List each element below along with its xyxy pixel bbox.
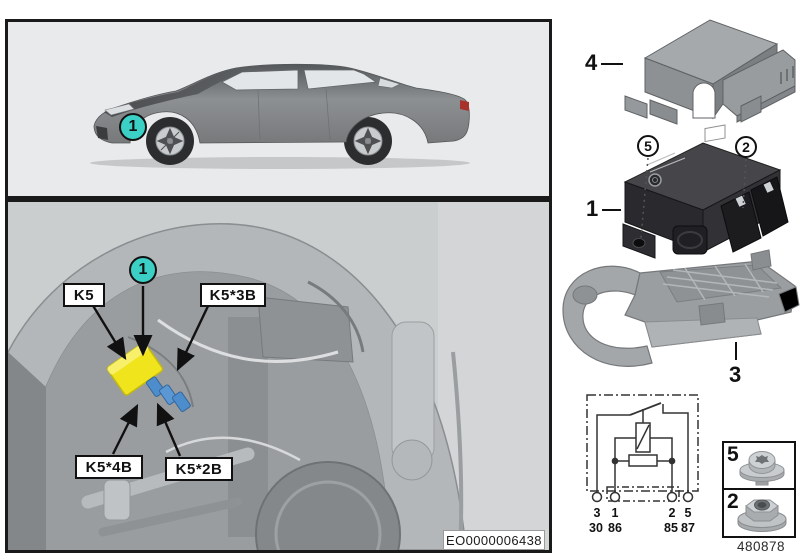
pin-3: 3 [593,506,601,520]
taillight [460,100,469,111]
image-id-label: EO0000006438 [443,530,545,550]
part-bracket[interactable] [562,249,800,367]
callout-1-car-label: 1 [128,118,138,135]
annotation-arrows [90,286,211,457]
install-location-photo-panel: 1 K5 K5*3B K5*4B K5*2B EO0000006438 [5,199,552,553]
parts-column [562,19,800,538]
label-k5-3b: K5*3B [200,283,266,307]
part-relay[interactable] [622,124,789,259]
part-screw[interactable] [739,451,785,486]
callout-2-text: 2 [742,139,750,155]
ref-3-bracket[interactable]: 3 [729,362,741,388]
label-k5-3b-text: K5*3B [209,286,257,304]
car-side-view [90,63,470,169]
doc-number: 480878 [737,539,785,554]
part-cover-cap[interactable] [624,19,796,125]
callout-5-screw[interactable]: 5 [637,135,659,157]
headlight [104,103,135,116]
pin-85: 85 [664,521,678,535]
door-seams [257,88,331,141]
label-k5-2b: K5*2B [165,457,233,481]
callout-1-car[interactable]: 1 [119,113,147,141]
callout-1-photo-label: 1 [138,261,148,278]
pin-1: 1 [611,506,619,520]
part-nut[interactable] [737,499,787,532]
wheel-arch-photo [8,202,549,550]
pin-30: 30 [589,521,603,535]
ref-4-text: 4 [585,50,598,75]
pin-2: 2 [668,506,676,520]
image-id-text: EO0000006438 [446,532,542,548]
callout-5-text: 5 [644,138,652,154]
label-k5-4b: K5*4B [75,455,143,479]
rear-window [303,69,378,90]
label-k5-4b-text: K5*4B [85,458,133,476]
pin-86: 86 [608,521,622,535]
ref-4-cover[interactable]: 4 [585,50,597,76]
car-shadow [90,157,470,169]
doc-number-text: 480878 [737,539,786,554]
bmw-roundel [648,173,662,187]
pin-87: 87 [681,521,695,535]
front-intake [96,126,108,140]
ref-5-screw[interactable]: 5 [727,443,739,467]
ref-2-text: 2 [727,490,739,513]
rear-wheel-rim [353,126,383,156]
ref-5-text: 5 [727,443,739,466]
torx-socket [755,455,769,464]
label-k5-text: K5 [73,286,95,304]
ref-leader-lines [601,63,737,360]
callout-2-nut[interactable]: 2 [735,136,757,158]
car-location-panel: 1 [5,19,552,199]
pin-5: 5 [684,506,692,520]
ref-1-text: 1 [586,196,599,221]
label-k5-2b-text: K5*2B [175,460,223,478]
photo-left-shadow [8,352,46,550]
front-window [221,69,299,91]
relay-schematic [586,394,699,503]
suspension-parts [81,280,464,550]
callout-1-photo[interactable]: 1 [129,256,157,284]
front-wheel-rim [155,126,185,156]
ref-1-relay[interactable]: 1 [586,196,598,222]
label-k5: K5 [63,283,105,307]
quarter-window [377,77,401,89]
ref-3-text: 3 [729,362,742,387]
relay-connectors [146,376,191,412]
ref-2-nut[interactable]: 2 [727,490,739,514]
car-hood [104,68,254,117]
